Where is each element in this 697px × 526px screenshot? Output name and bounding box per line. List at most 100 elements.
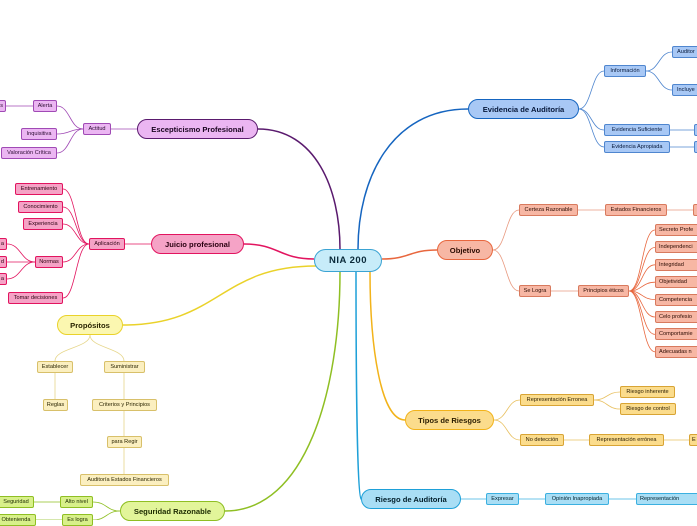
subtopic-informacion[interactable]: Información: [604, 65, 646, 77]
subtopic-conocimiento[interactable]: Conocimiento: [18, 201, 63, 213]
subtopic-expresar[interactable]: Expresar: [486, 493, 519, 505]
connector-line: [56, 128, 84, 154]
connector-line: [54, 334, 91, 362]
topic-riesgo-de-auditoria[interactable]: Riesgo de Auditoría: [361, 489, 461, 509]
topic-evidencia-auditoria[interactable]: Evidencia de Auditoría: [468, 99, 579, 119]
subtopic-experiencia[interactable]: Experiencia: [23, 218, 63, 230]
subtopic-riesgo-control[interactable]: Riesgo de control: [620, 403, 676, 415]
connector-line: [645, 51, 673, 72]
connector-line: [92, 510, 121, 520]
subtopic-obtenienda[interactable]: Obtenienda: [0, 514, 36, 526]
main-branch-line: [224, 271, 341, 512]
connector-line: [578, 70, 605, 110]
subtopic-estados-financieros-child[interactable]: [693, 204, 697, 216]
subtopic-representacion-erronea[interactable]: Representación Erronea: [520, 394, 594, 406]
subtopic-alto-nivel[interactable]: Alto nivel: [60, 496, 93, 508]
subtopic-alerta-child[interactable]: s: [0, 100, 6, 112]
connector-line: [62, 223, 90, 245]
main-branch-line: [257, 128, 341, 250]
main-branch-line: [369, 271, 406, 421]
subtopic-auditoria-estados-financieros[interactable]: Auditoría Estados Financieros: [80, 474, 169, 486]
connector-line: [593, 399, 621, 410]
connector-line: [62, 188, 90, 245]
subtopic-entrenamiento[interactable]: Entrenamiento: [15, 183, 63, 195]
principio-item[interactable]: Secreto Profe: [655, 224, 697, 236]
connector-line: [6, 261, 36, 280]
subtopic-normas-child-1[interactable]: a: [0, 238, 7, 250]
subtopic-evidencia-suficiente[interactable]: Evidencia Suficiente: [604, 124, 670, 136]
subtopic-suministrar[interactable]: Suministrar: [104, 361, 145, 373]
main-branch-line: [355, 271, 362, 500]
principio-item[interactable]: Comportamie: [655, 328, 697, 341]
connector-line: [89, 334, 125, 362]
subtopic-representacion[interactable]: Representación: [636, 493, 697, 505]
subtopic-estados-financieros[interactable]: Estados Financieros: [605, 204, 667, 216]
connector-line: [62, 243, 90, 299]
topic-escepticismo-profesional[interactable]: Escepticismo Profesional: [137, 119, 258, 139]
connector-line: [593, 391, 621, 401]
subtopic-establecer[interactable]: Establecer: [37, 361, 73, 373]
principio-item[interactable]: Celo profesio: [655, 311, 697, 323]
connector-line: [493, 399, 521, 421]
subtopic-certeza-razonable[interactable]: Certeza Razonable: [519, 204, 578, 216]
connector-line: [493, 419, 521, 441]
subtopic-evidencia-suficiente-child[interactable]: [694, 124, 697, 136]
subtopic-normas-child-2[interactable]: d: [0, 256, 7, 268]
principio-item[interactable]: Independenci: [655, 241, 697, 254]
subtopic-alerta[interactable]: Alerta: [33, 100, 57, 112]
subtopic-principios-eticos[interactable]: Principios éticos: [578, 285, 629, 297]
connector-line: [628, 281, 656, 292]
subtopic-evidencia-apropiada[interactable]: Evidencia Apropiada: [604, 141, 670, 153]
connector-line: [628, 264, 656, 292]
connector-line: [62, 206, 90, 245]
subtopic-inquisitiva[interactable]: Inquisitiva: [21, 128, 57, 140]
principio-item[interactable]: Integridad: [655, 258, 697, 271]
topic-objetivo[interactable]: Objetivo: [437, 240, 493, 260]
main-branch-line: [381, 249, 438, 260]
subtopic-valoracion-critica[interactable]: Valoración Crítica: [1, 147, 57, 159]
subtopic-es-logra[interactable]: Es logra: [62, 514, 93, 526]
connector-line: [492, 249, 520, 292]
topic-seguridad-razonable[interactable]: Seguridad Razonable: [120, 501, 225, 521]
connector-line: [628, 290, 656, 353]
topic-propositos[interactable]: Propósitos: [57, 315, 123, 335]
principio-item[interactable]: Competencia: [655, 293, 697, 306]
subtopic-para-regir[interactable]: para Regir: [107, 436, 142, 448]
subtopic-no-deteccion[interactable]: No detección: [520, 434, 564, 446]
connector-line: [6, 243, 36, 263]
subtopic-incluye[interactable]: Incluye: [672, 84, 697, 96]
subtopic-normas[interactable]: Normas: [35, 256, 63, 268]
connector-line: [628, 229, 656, 292]
subtopic-representacion-erronea-2[interactable]: Representación errónea: [589, 434, 664, 446]
subtopic-evidencia-apropiada-child[interactable]: [694, 141, 697, 153]
subtopic-riesgo-inherente[interactable]: Riesgo inherente: [620, 386, 675, 398]
topic-tipos-de-riesgos[interactable]: Tipos de Riesgos: [405, 410, 494, 430]
main-branch-line: [243, 243, 315, 260]
connector-line: [645, 70, 673, 91]
connector-line: [628, 290, 656, 335]
connector-line: [56, 105, 84, 130]
connector-line: [578, 108, 605, 148]
main-branch-line: [122, 265, 317, 326]
subtopic-reglas[interactable]: Reglas: [43, 399, 68, 411]
central-topic[interactable]: NIA 200: [314, 249, 382, 272]
connector-line: [92, 501, 121, 512]
subtopic-normas-child-3[interactable]: a: [0, 273, 7, 285]
principio-item[interactable]: Adecuadas n: [655, 345, 697, 358]
subtopic-auditor[interactable]: Auditor: [672, 46, 697, 58]
subtopic-representacion-erronea-child[interactable]: E: [689, 434, 697, 446]
subtopic-se-logra[interactable]: Se Logra: [519, 285, 551, 297]
connector-line: [492, 209, 520, 251]
subtopic-aplicacion[interactable]: Aplicación: [89, 238, 125, 250]
principio-item[interactable]: Objetividad: [655, 276, 697, 289]
subtopic-seguridad[interactable]: Seguridad: [0, 496, 34, 508]
subtopic-actitud[interactable]: Actitud: [83, 123, 111, 135]
subtopic-tomar-decisiones[interactable]: Tomar decisiones: [8, 292, 63, 304]
topic-juicio-profesional[interactable]: Juicio profesional: [151, 234, 244, 254]
connector-line: [628, 247, 656, 292]
subtopic-criterios-principios[interactable]: Criterios y Principios: [92, 399, 157, 411]
subtopic-opinion-inapropiada[interactable]: Opinión Inapropiada: [545, 493, 609, 505]
main-branch-line: [357, 108, 469, 250]
connector-line: [62, 243, 90, 263]
